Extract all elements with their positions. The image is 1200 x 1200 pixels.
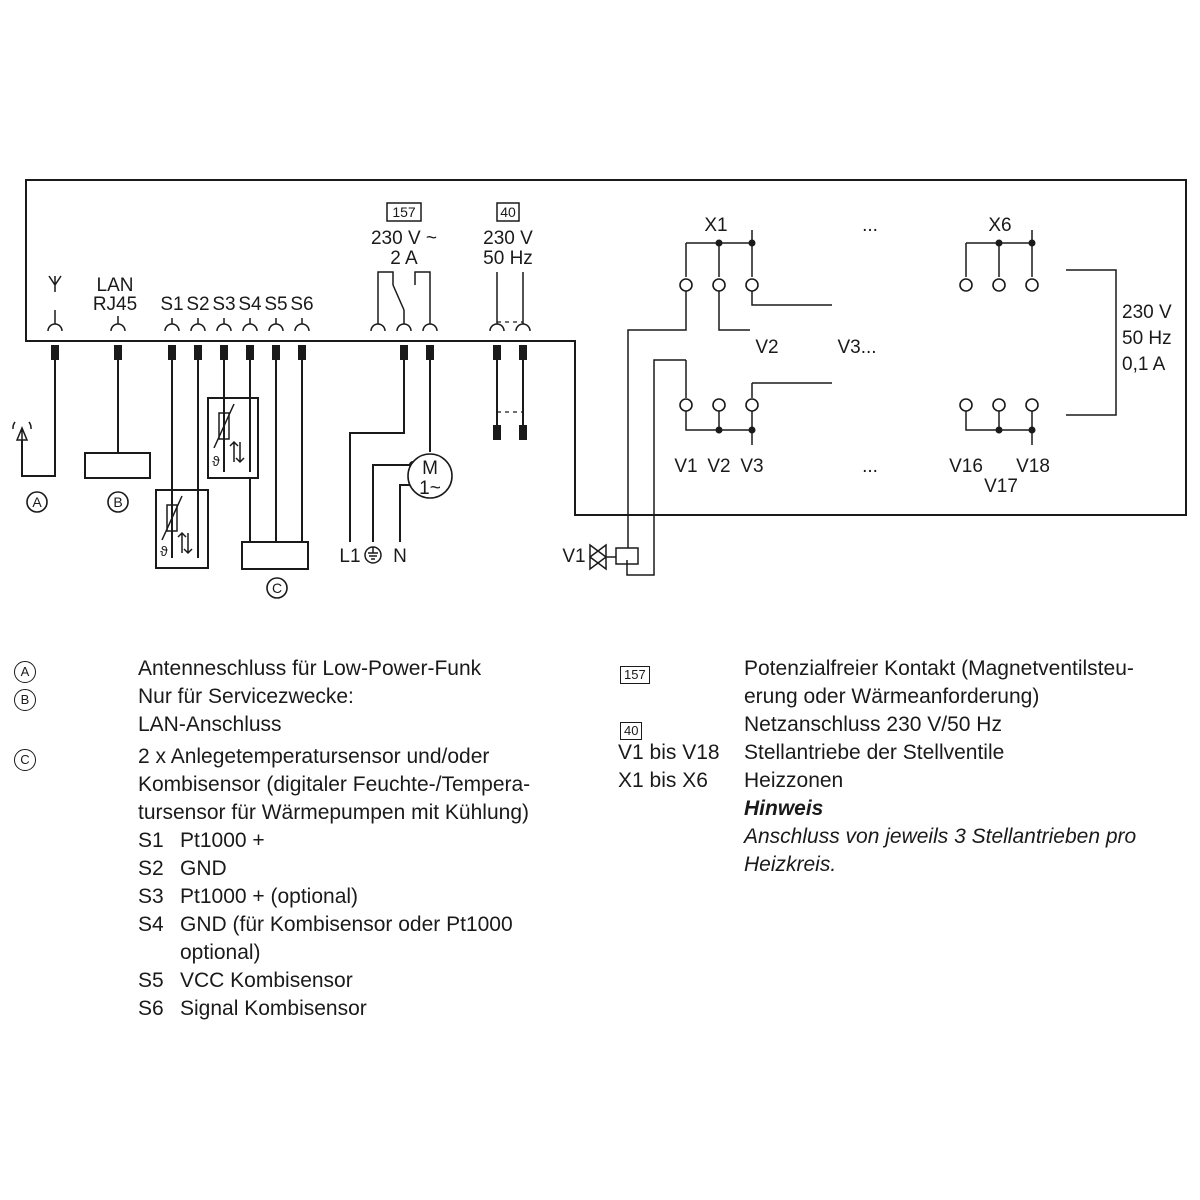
legend-marker-a: A: [14, 656, 36, 684]
legend-terminal-s5-id: S5: [138, 969, 164, 992]
legend-terminal-s1-id: S1: [138, 829, 164, 852]
v3-label: V3...: [837, 337, 876, 358]
label-v18: V18: [1016, 456, 1050, 477]
svg-text:2 A: 2 A: [390, 248, 418, 269]
svg-text:V1: V1: [562, 546, 585, 567]
legend-right: 157 Potenzialfreier Kontakt (Magnetventi…: [600, 655, 1200, 895]
contact-temperature-sensor-1: ϑ: [155, 360, 209, 569]
legend-terminal-s5-desc: VCC Kombisensor: [180, 969, 353, 992]
svg-text:ϑ: ϑ: [160, 543, 168, 559]
legend-v-text: Stellantriebe der Stellventile: [744, 741, 1005, 764]
top-ellipsis: ...: [862, 215, 878, 236]
svg-text:B: B: [113, 494, 122, 510]
zone-x6-label: X6: [988, 215, 1011, 236]
legend-157-text-1: Potenzialfreier Kontakt (Magnetventilste…: [744, 657, 1134, 680]
lan-terminal: [84, 316, 151, 479]
svg-text:230 V: 230 V: [483, 228, 533, 249]
legend-terminal-s1-desc: Pt1000 +: [180, 829, 265, 852]
lan-label: LAN: [97, 275, 134, 296]
terminal-s2: S2: [186, 294, 209, 315]
terminal-s1: S1: [160, 294, 183, 315]
combi-sensor: [241, 360, 309, 570]
ground-icon: [364, 546, 382, 564]
legend-c-text-1: 2 x Anlegetemperatursensor und/oder: [138, 745, 490, 768]
legend-marker-b: B: [14, 684, 36, 712]
marker-a: A: [26, 491, 48, 513]
legend-note-title: Hinweis: [744, 797, 824, 820]
svg-text:1~: 1~: [419, 478, 441, 499]
zone-x6-terminals: [959, 230, 1117, 445]
legend-157-text-2: erung oder Wärmeanforderung): [744, 685, 1040, 708]
terminal-s6: S6: [290, 294, 313, 315]
svg-text:40: 40: [500, 204, 516, 220]
mains-n-label: N: [393, 546, 407, 567]
label-v2: V2: [707, 456, 730, 477]
lan-device: [84, 452, 151, 479]
label-v1: V1: [674, 456, 697, 477]
terminal-s3: S3: [212, 294, 235, 315]
legend-a-text: Antenneschluss für Low-Power-Funk: [138, 657, 482, 680]
valve-actuator-v1: V1: [562, 543, 639, 571]
legend-terminal-s6-desc: Signal Kombisensor: [180, 997, 367, 1020]
rj45-label: RJ45: [93, 294, 137, 315]
terminal-s4: S4: [238, 294, 262, 315]
svg-text:ϑ: ϑ: [212, 453, 220, 469]
legend-40-text: Netzanschluss 230 V/50 Hz: [744, 713, 1002, 736]
legend-left: A Antenneschluss für Low-Power-Funk B Nu…: [0, 655, 600, 1035]
svg-text:C: C: [272, 580, 282, 596]
svg-text:A: A: [32, 494, 42, 510]
legend-b-text-1: Nur für Servicezwecke:: [138, 685, 354, 708]
legend-terminal-s6-id: S6: [138, 997, 164, 1020]
label-v3: V3: [740, 456, 763, 477]
label-v17: V17: [984, 476, 1018, 497]
antenna-terminal: [12, 275, 63, 477]
legend-x-text: Heizzonen: [744, 769, 844, 792]
legend-b-text-2: LAN-Anschluss: [138, 713, 282, 736]
legend-note-text-1: Anschluss von jeweils 3 Stellantrieben p…: [744, 825, 1137, 848]
zone-x1-terminals: [626, 230, 832, 576]
legend-x-key: X1 bis X6: [618, 769, 708, 792]
output-voltage: 230 V: [1122, 302, 1172, 323]
legend-c-text-2: Kombisensor (digitaler Feuchte-/Tempera-: [138, 773, 531, 796]
contact-temperature-sensor-2: ϑ: [207, 360, 259, 479]
legend-terminal-s4-id: S4: [138, 913, 164, 936]
marker-c: C: [266, 577, 288, 599]
v2-label: V2: [755, 337, 778, 358]
legend-c-text-3: tursensor für Wärmepumpen mit Kühlung): [138, 801, 529, 824]
antenna-icon: [48, 275, 62, 292]
antenna-signal-icon: [12, 421, 32, 441]
svg-text:157: 157: [392, 204, 416, 220]
svg-text:50 Hz: 50 Hz: [483, 248, 533, 269]
svg-text:M: M: [422, 458, 438, 479]
zone-x1-label: X1: [704, 215, 727, 236]
bottom-v-labels: V1 V2 V3: [674, 456, 763, 477]
legend-marker-c: C: [14, 744, 36, 772]
legend-terminal-s2-id: S2: [138, 857, 164, 880]
sensor-terminal-sockets: [164, 318, 310, 360]
legend-box-157: 157: [620, 659, 650, 687]
sensor-terminal-labels: S1 S2 S3 S4 S5 S6: [160, 294, 313, 315]
power-supply-40: 40 230 V 50 Hz: [483, 202, 533, 440]
legend-box-40: 40: [620, 715, 643, 743]
wiring-diagram: A LAN RJ45 B S1 S2 S3 S4 S5 S6: [12, 179, 1187, 599]
svg-text:230 V ~: 230 V ~: [371, 228, 437, 249]
legend-terminal-s4-desc-cont: optional): [180, 941, 261, 964]
legend-v-key: V1 bis V18: [618, 741, 720, 764]
bottom-ellipsis: ...: [862, 456, 878, 477]
mains-l1-label: L1: [339, 546, 360, 567]
legend-terminal-s3-id: S3: [138, 885, 164, 908]
output-frequency: 50 Hz: [1122, 328, 1172, 349]
controller-housing: [25, 179, 1187, 516]
label-v16: V16: [949, 456, 983, 477]
legend-terminal-s2-desc: GND: [180, 857, 227, 880]
legend-note-text-2: Heizkreis.: [744, 853, 837, 876]
terminal-s5: S5: [264, 294, 287, 315]
legend-terminal-s3-desc: Pt1000 + (optional): [180, 885, 359, 908]
output-current: 0,1 A: [1122, 354, 1166, 375]
marker-b: B: [107, 491, 129, 513]
pump-motor: M 1~: [407, 453, 453, 499]
legend-terminal-s4-desc: GND (für Kombisensor oder Pt1000: [180, 913, 513, 936]
